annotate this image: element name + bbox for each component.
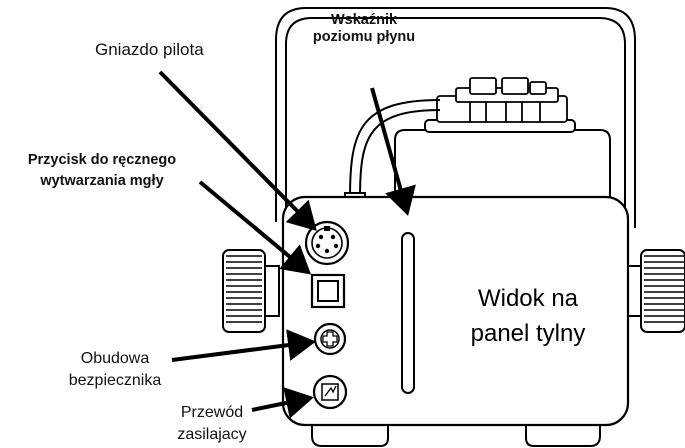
manual-fog-button-label: Przycisk do ręcznego wytwarzania mgły	[7, 150, 197, 192]
rear-panel-view-line2: panel tylny	[470, 319, 586, 347]
power-cord-line1: Przewód	[180, 404, 244, 421]
manual-fog-button-line2: wytwarzania mgły	[40, 173, 164, 190]
power-cord-label: Przewód zasilajacy	[158, 402, 266, 445]
arrow-fluid-level	[370, 87, 416, 216]
mounting-bracket	[275, 7, 636, 228]
fluid-level-indicator-line2: poziomu płynu	[312, 28, 416, 45]
left-mounting-knob	[222, 249, 280, 333]
fuse-holder-line1: Obudowa	[80, 350, 150, 367]
arrow-power-cord	[251, 387, 314, 419]
arrow-fuse-holder	[171, 329, 316, 362]
rear-panel-housing	[281, 195, 630, 427]
right-mounting-knob	[626, 249, 685, 333]
fluid-level-indicator-label: Wskaźnik poziomu płynu	[289, 12, 439, 45]
fuse-holder-label: Obudowa bezpiecznika	[55, 348, 175, 391]
arrow-manual-button	[198, 180, 312, 275]
rear-panel-view-label: Widok na panel tylny	[428, 282, 628, 352]
fuse-holder-line2: bezpiecznika	[68, 371, 162, 389]
power-cord-line2: zasilajacy	[177, 425, 247, 443]
manual-fog-button-line1: Przycisk do ręcznego	[27, 152, 177, 168]
fuse-holder	[313, 322, 347, 356]
remote-socket	[304, 220, 350, 266]
remote-socket-label: Gniazdo pilota	[95, 40, 204, 59]
feet	[311, 420, 601, 447]
tank-cap	[436, 77, 568, 123]
manual-fog-button[interactable]	[310, 273, 346, 309]
power-cord-inlet	[312, 374, 348, 410]
fluid-level-window	[401, 232, 415, 394]
arrow-remote-socket	[158, 70, 317, 231]
rear-panel-view-line1: Widok na	[477, 285, 579, 312]
fluid-level-indicator-line1: Wskaźnik	[330, 12, 398, 28]
fluid-tank	[394, 119, 611, 201]
